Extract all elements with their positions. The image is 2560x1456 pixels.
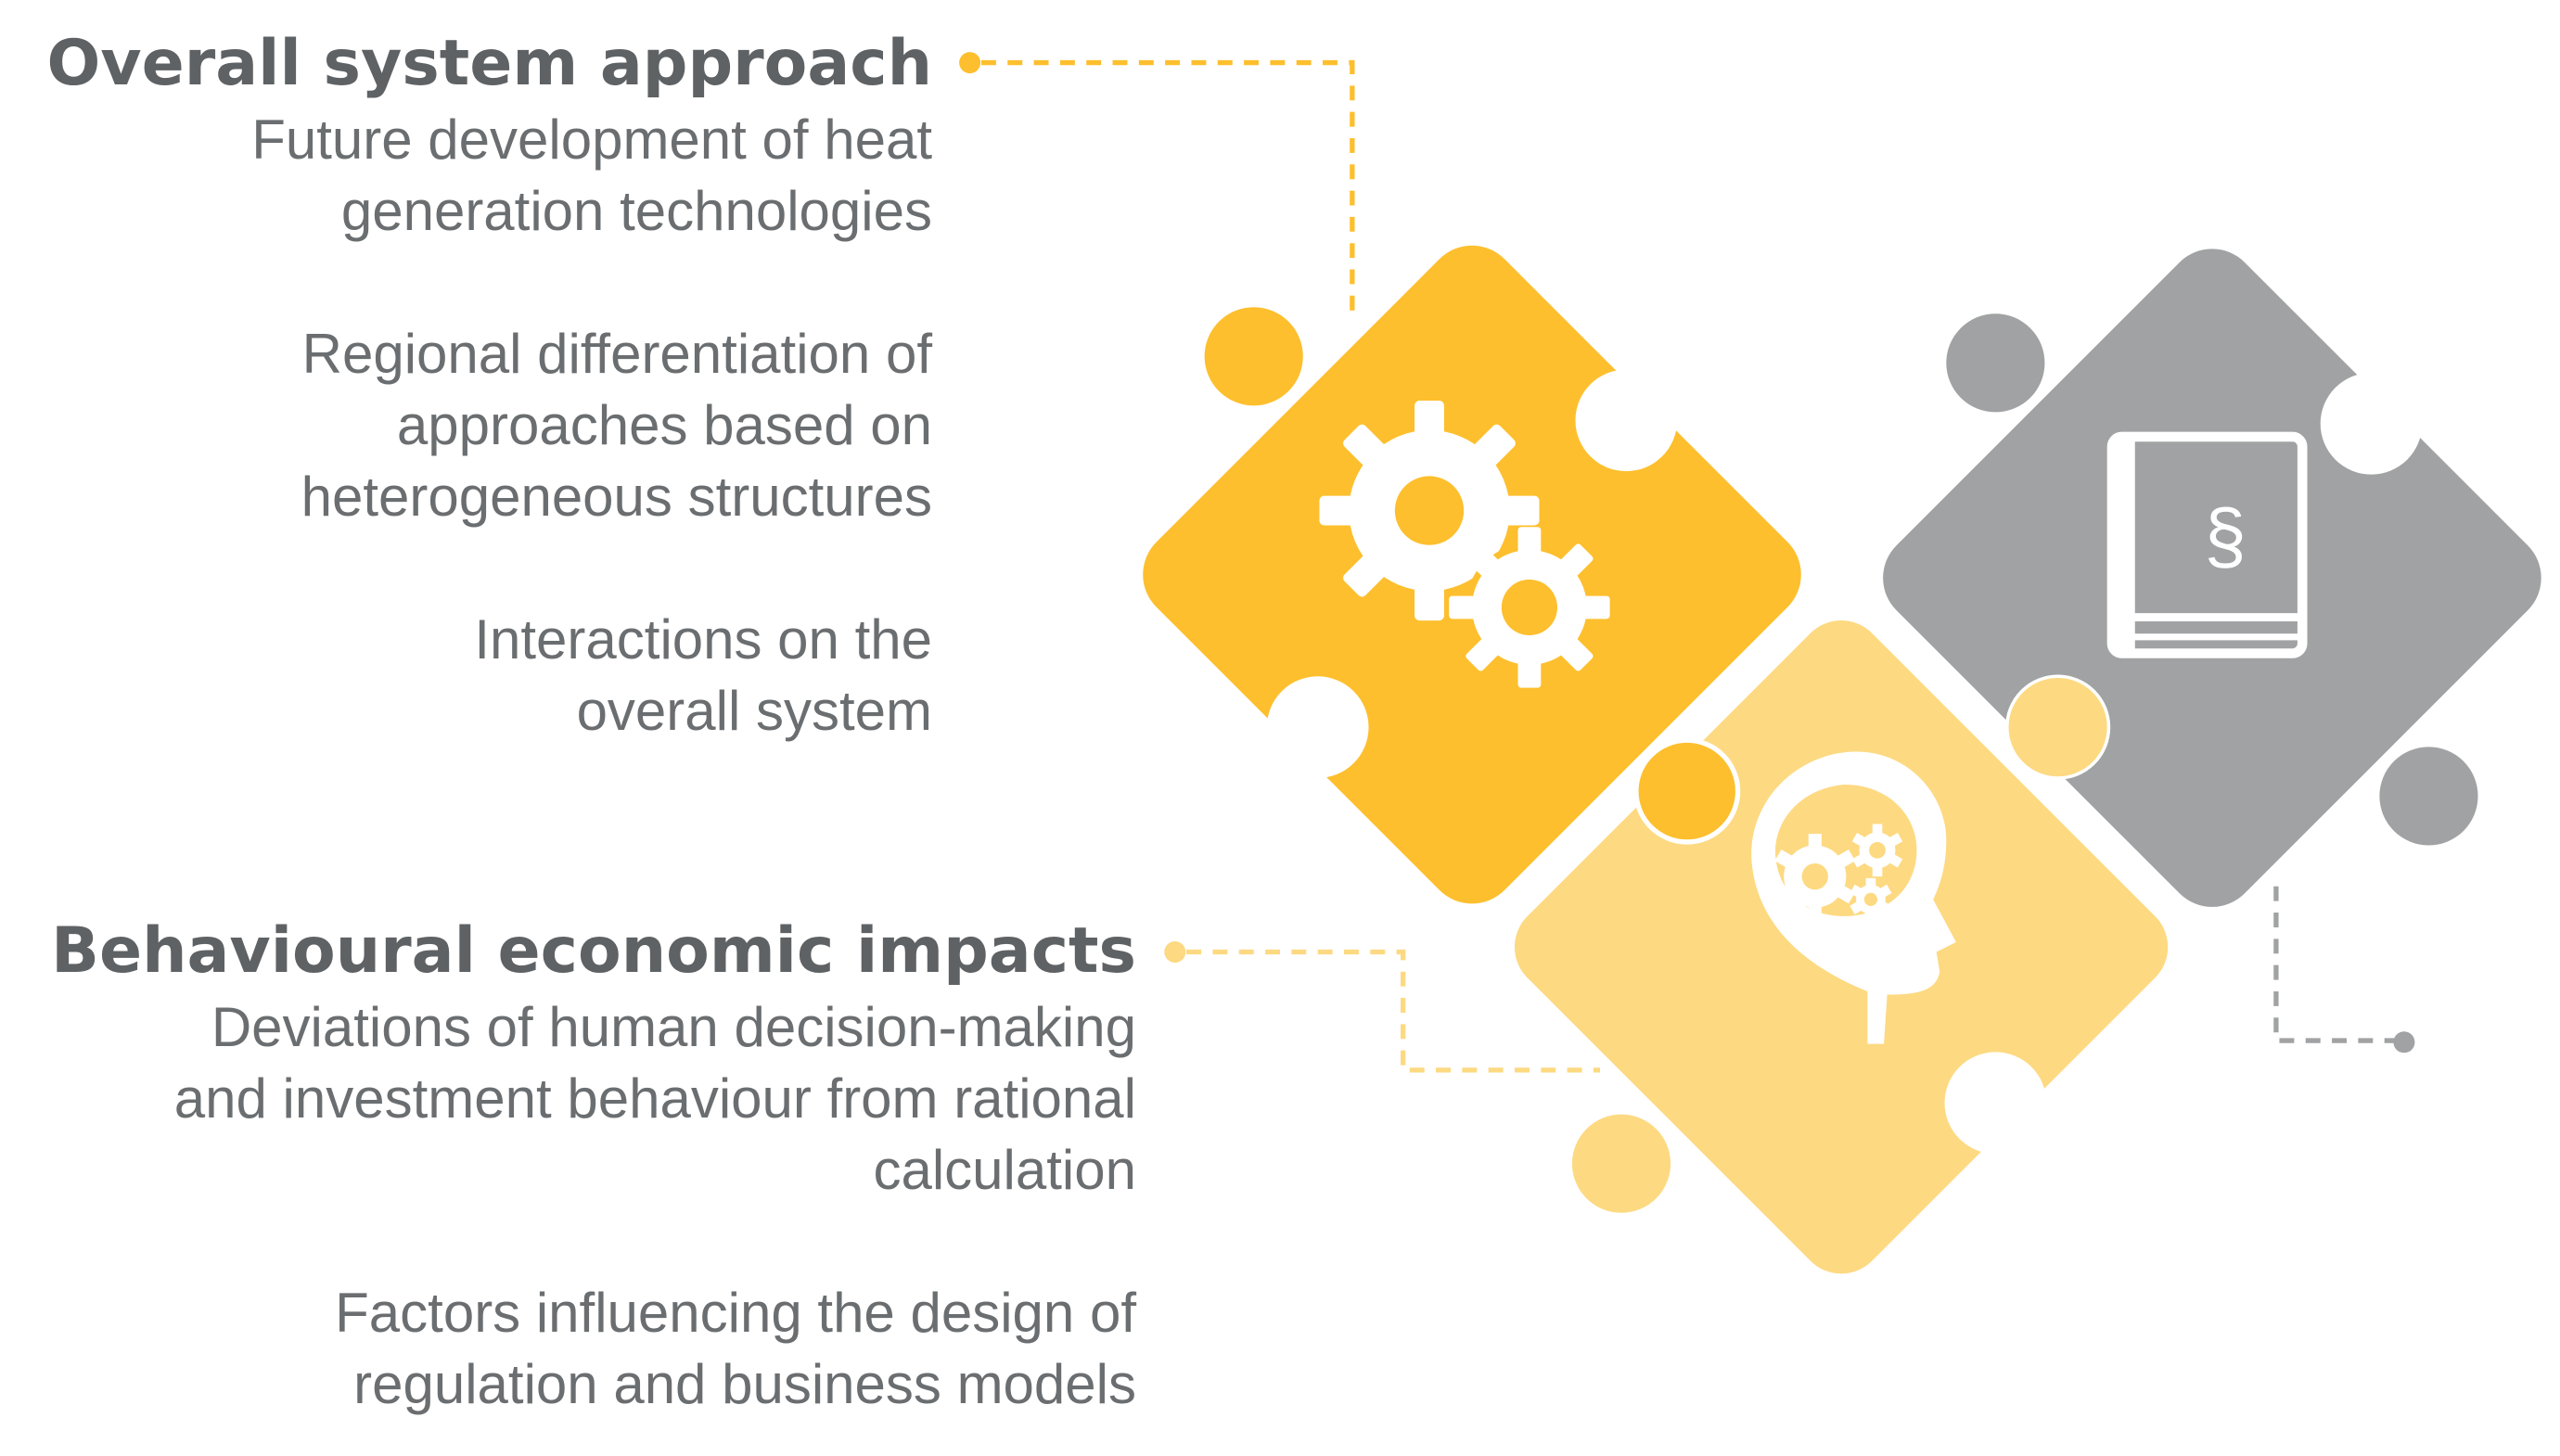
connector-middle bbox=[1164, 941, 1600, 1073]
section-heading: Behavioural economic impacts bbox=[51, 914, 1136, 988]
list-item: Future development of heat generation te… bbox=[251, 108, 932, 242]
law-book-icon: § bbox=[2106, 431, 2308, 658]
section-heading: Overall system approach bbox=[46, 27, 933, 100]
section-behavioural: Behavioural economic impacts Deviations … bbox=[51, 913, 1136, 1420]
list-item: Deviations of human decision-making and … bbox=[173, 995, 1136, 1201]
connector-right bbox=[2273, 886, 2415, 1054]
head-gears-icon bbox=[1751, 751, 1956, 1044]
list-item: Interactions on the overall system bbox=[474, 607, 932, 742]
list-item: Regional differentiation of approaches b… bbox=[301, 322, 932, 528]
gears-icon bbox=[1319, 401, 1610, 688]
paragraph-symbol: § bbox=[2204, 493, 2246, 578]
section-overall-system: Overall system approach Future developme… bbox=[47, 26, 933, 747]
list-item: Factors influencing the design of regula… bbox=[335, 1281, 1136, 1415]
connector-top bbox=[959, 52, 1355, 321]
